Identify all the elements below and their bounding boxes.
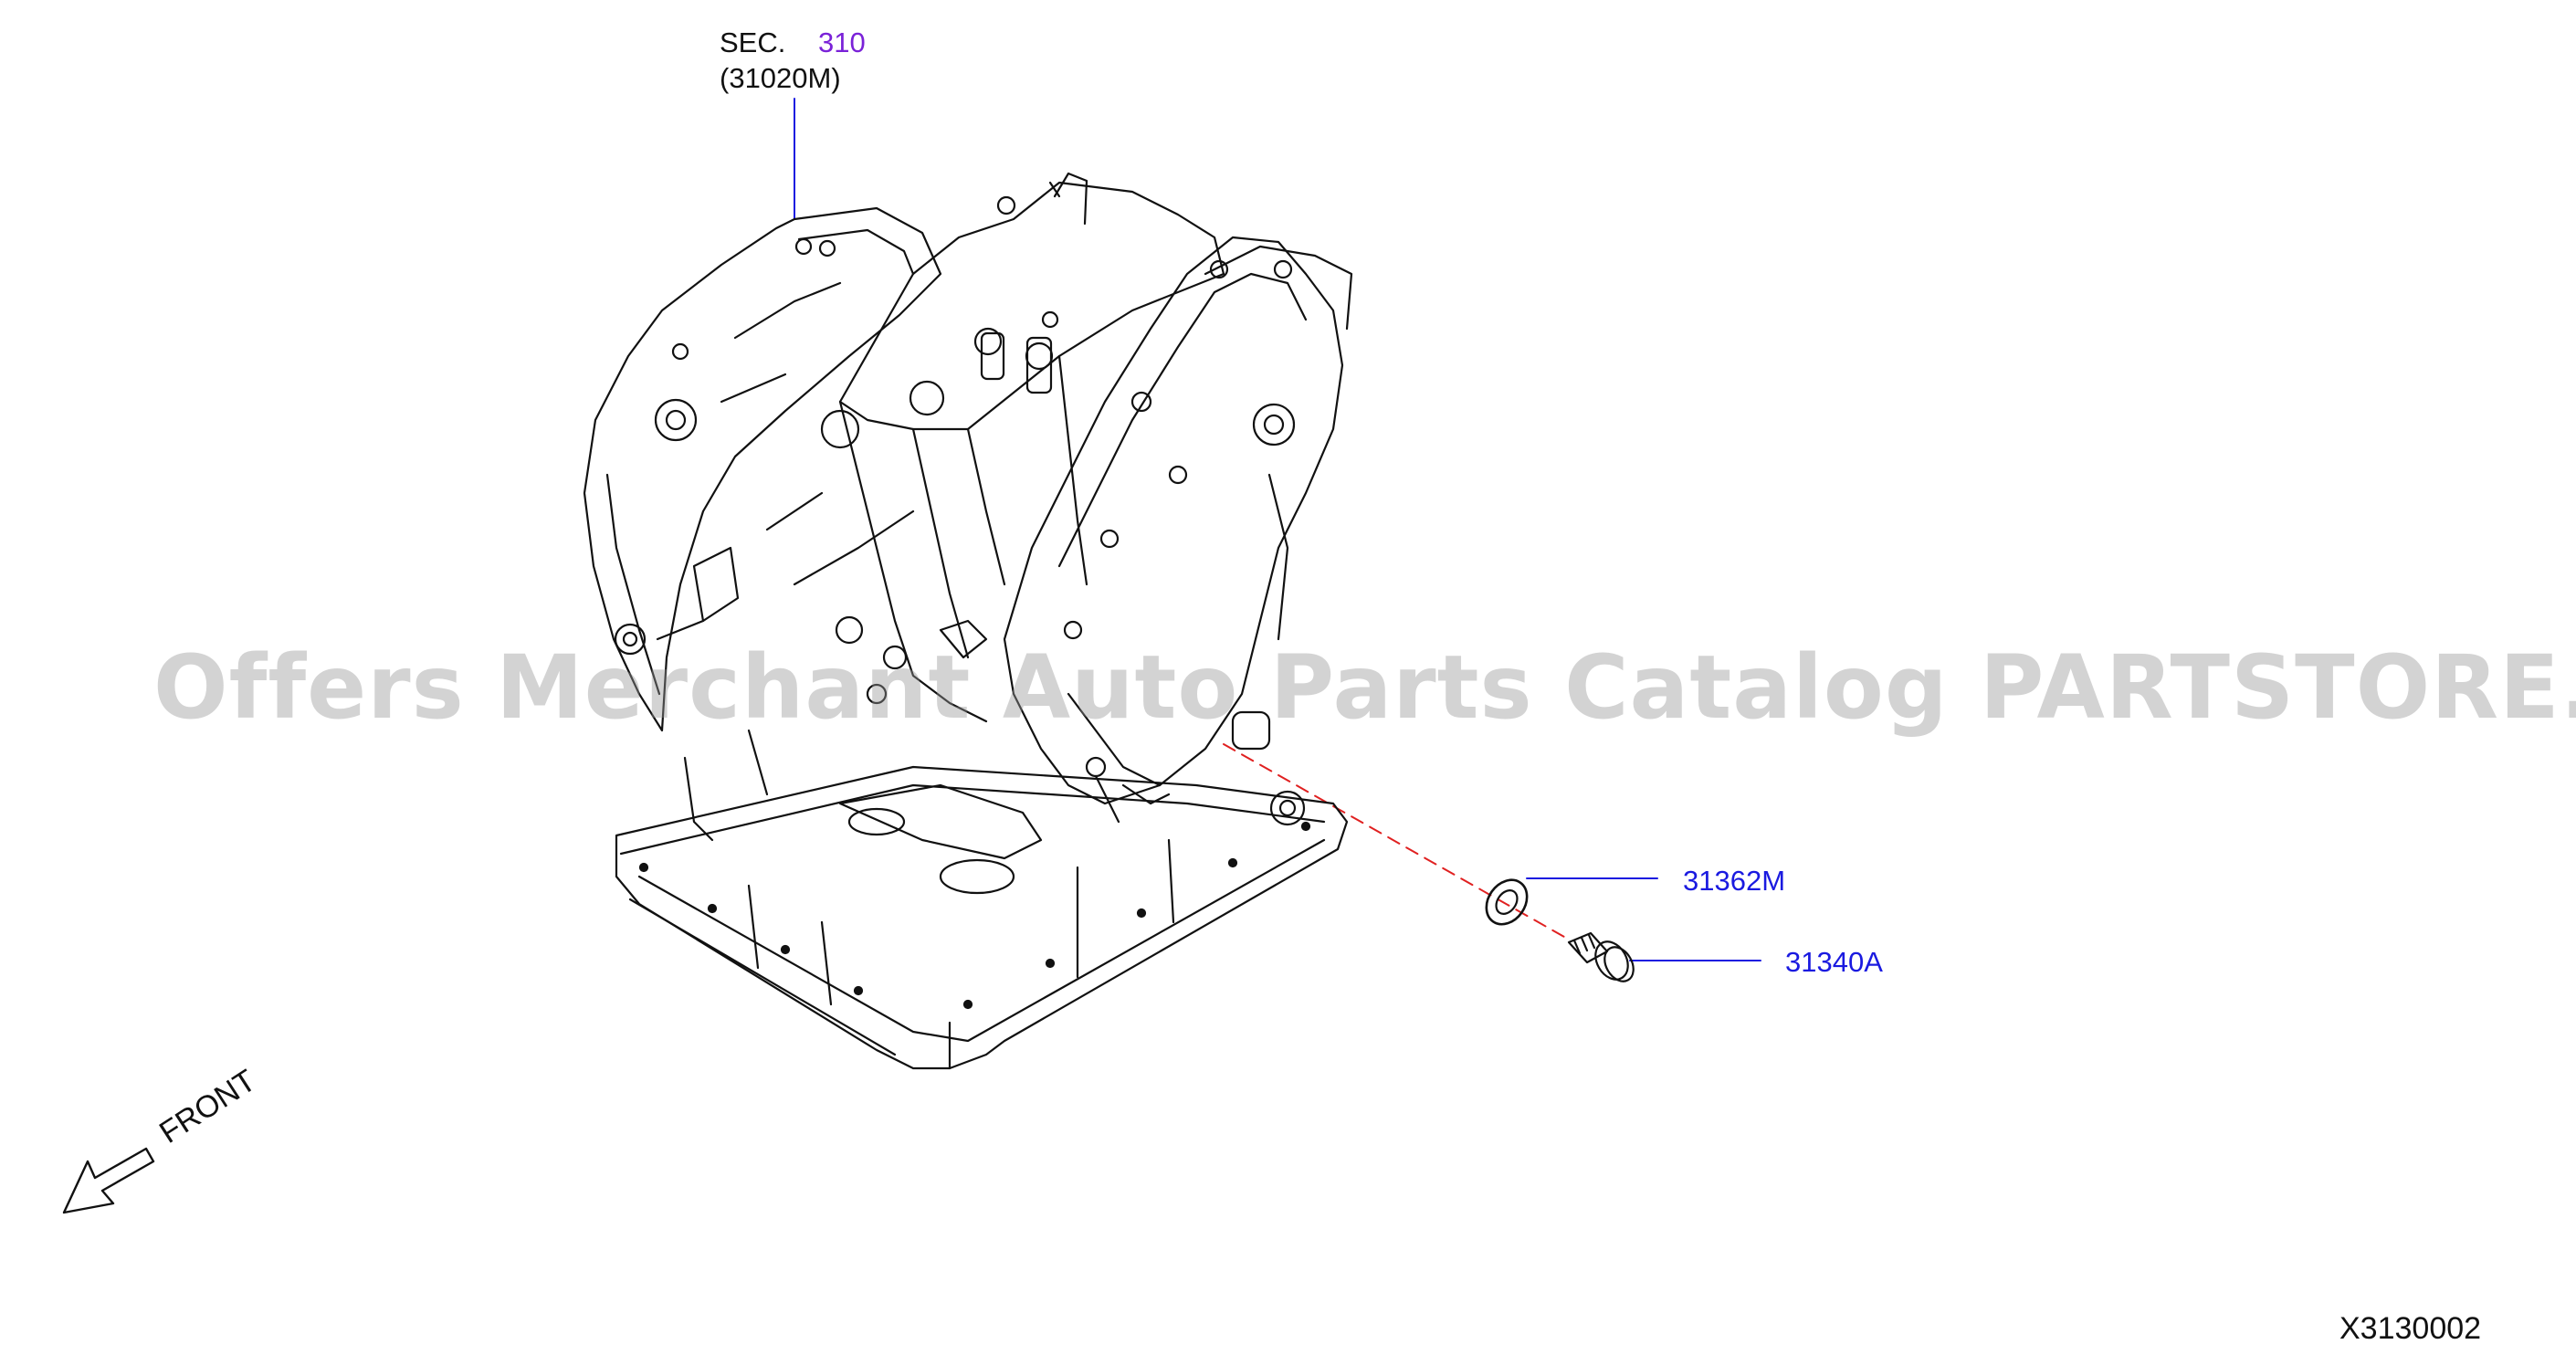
drain-plug-part-number-link[interactable]: 31340A [1785,946,1883,978]
sec-part-label: (31020M) [720,62,841,94]
washer-part-number-link[interactable]: 31362M [1683,865,1786,897]
sec-number-link[interactable]: 310 [818,26,866,58]
watermark-text: Offers Merchant Auto Parts Catalog PARTS… [153,636,2576,739]
drain-plug-part [1567,931,1635,982]
assembly-dash-line [1223,743,1572,941]
front-arrow-icon [62,1147,155,1214]
side-flange [1003,236,1353,826]
oil-pan [615,729,1349,1070]
bell-housing [583,206,942,732]
sec-prefix-label: SEC. [720,26,786,58]
washer-part [1485,878,1529,926]
diagram-code: X3130002 [2339,1311,2482,1346]
transmission-case [765,172,1225,723]
